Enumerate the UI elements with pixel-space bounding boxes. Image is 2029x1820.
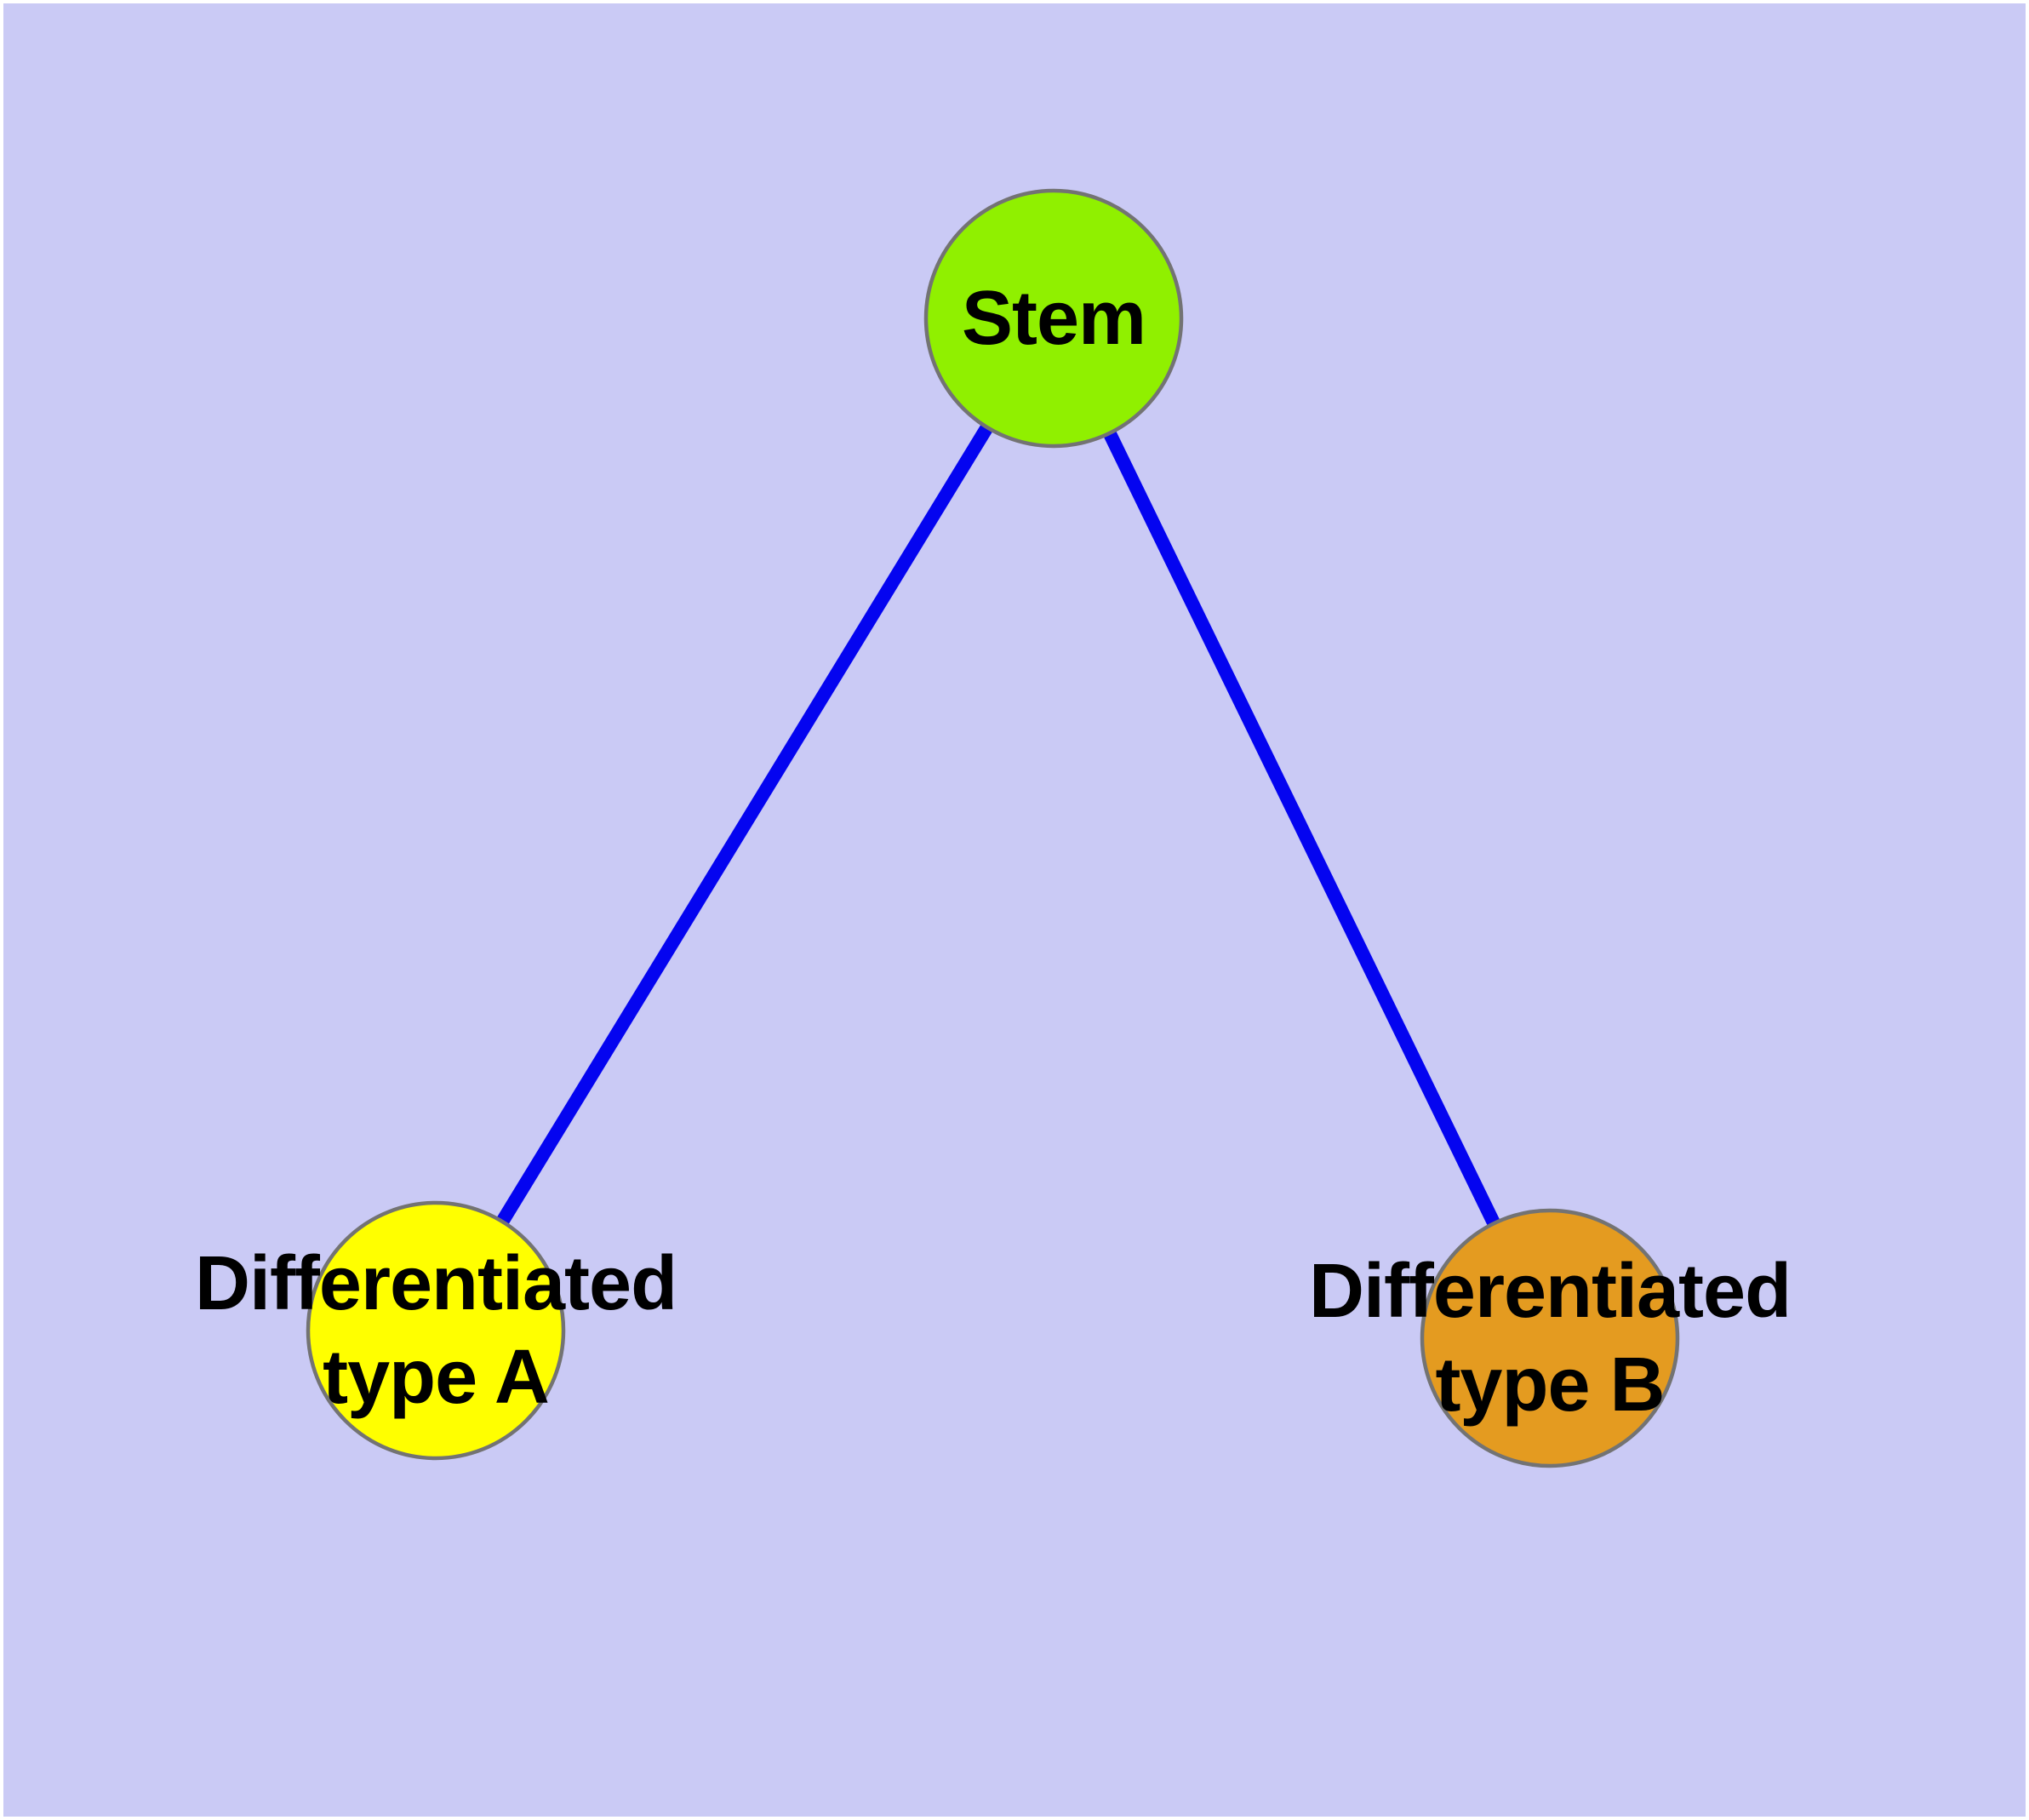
node-stem-circle — [923, 188, 1184, 449]
node-differentiated-type-a-circle — [306, 1200, 566, 1461]
edge-stem-to-type-a — [430, 314, 1060, 1335]
edge-stem-to-type-b — [1047, 315, 1557, 1342]
node-differentiated-type-b-circle — [1420, 1208, 1680, 1468]
